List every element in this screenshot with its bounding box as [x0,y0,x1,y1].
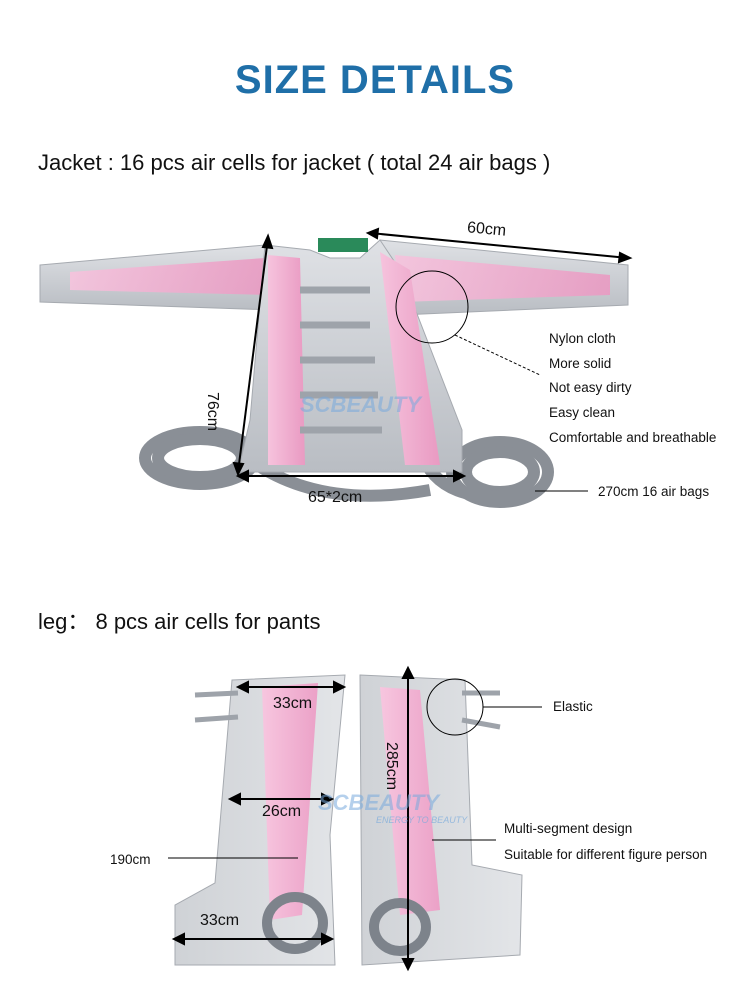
leg-top-label: 33cm [273,695,313,712]
jacket-hose-note: 270cm 16 air bags [598,484,710,499]
jacket-image [39,227,633,508]
jacket-heading: Jacket : 16 pcs air cells for jacket ( t… [38,150,551,175]
jacket-width-label: 60cm [466,219,507,240]
design-note-2: Suitable for different figure person [504,847,708,862]
leg-hose-label: 190cm [110,852,151,867]
watermark-tagline: ENERGY TO BEAUTY [376,815,468,825]
watermark-logo-leg: SCBEAUTY [318,790,440,815]
jacket-bottom-label: 65*2cm [308,489,363,506]
leg-foot-label: 33cm [200,912,240,929]
feature-3: Not easy dirty [549,380,632,395]
feature-1: Nylon cloth [549,331,616,346]
elastic-label: Elastic [553,699,593,714]
jacket-length-label: 76cm [204,392,221,432]
watermark-logo: SCBEAUTY [300,392,422,417]
leg-length-label: 285cm [383,742,400,791]
leg-middle-label: 26cm [262,803,302,820]
leg-image [168,665,542,972]
feature-4: Easy clean [549,405,616,420]
feature-5: Comfortable and breathable [549,430,717,445]
feature-2: More solid [549,356,612,371]
leg-heading: leg： 8 pcs air cells for pants [38,609,321,634]
page-title: SIZE DETAILS [234,58,516,102]
design-note-1: Multi-segment design [504,821,633,836]
